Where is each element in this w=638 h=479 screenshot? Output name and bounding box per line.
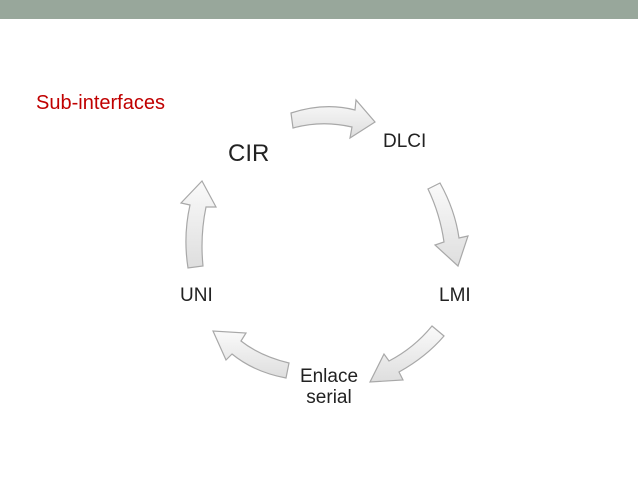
node-enlace-line2: serial: [306, 386, 352, 408]
arrow-uni-to-cir: [179, 179, 218, 269]
node-cir: CIR: [228, 140, 270, 167]
node-dlci: DLCI: [383, 131, 427, 152]
node-uni: UNI: [180, 285, 213, 306]
arrow-lmi-to-enlace: [368, 325, 445, 383]
slide-subtitle: Sub-interfaces: [36, 92, 165, 114]
node-enlace-line1: Enlace: [299, 366, 359, 387]
arrow-enlace-to-uni: [212, 330, 290, 379]
top-accent-bar: [0, 0, 638, 19]
arrow-cir-to-dlci: [290, 98, 376, 140]
node-enlace-serial: Enlace serial: [286, 366, 372, 409]
node-lmi: LMI: [439, 285, 471, 306]
arrow-dlci-to-lmi: [427, 182, 469, 268]
